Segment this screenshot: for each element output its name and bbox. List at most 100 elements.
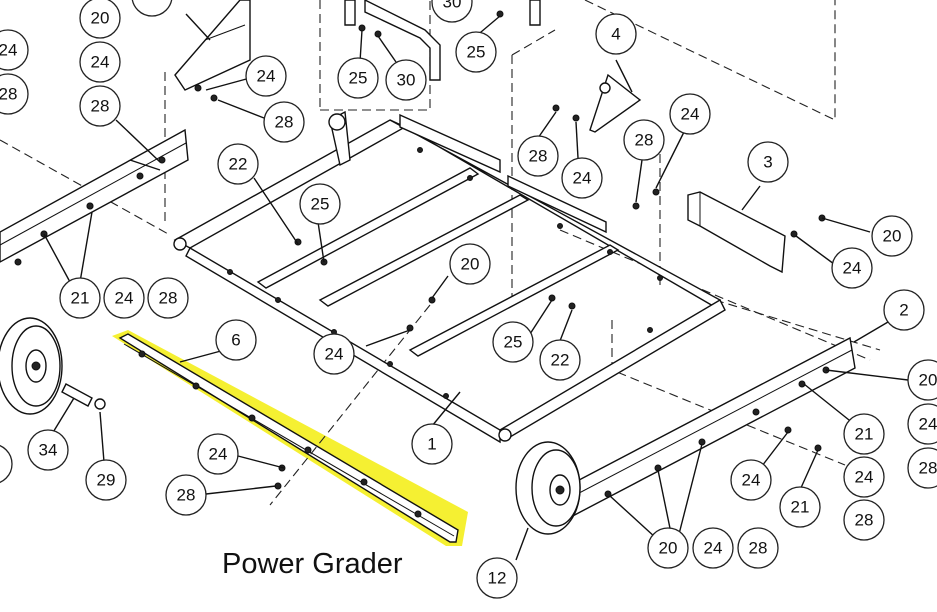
callout-20[interactable]: 20 — [79, 0, 121, 39]
svg-text:20: 20 — [919, 371, 937, 390]
svg-text:34: 34 — [39, 441, 58, 460]
svg-text:24: 24 — [0, 41, 17, 60]
callout-3[interactable]: 3 — [747, 141, 789, 183]
callout-28[interactable]: 28 — [0, 73, 29, 115]
callout-28[interactable]: 28 — [263, 101, 305, 143]
callout-28[interactable]: 28 — [843, 499, 885, 541]
callout-6[interactable]: 6 — [215, 319, 257, 361]
svg-text:24: 24 — [209, 445, 228, 464]
svg-text:24: 24 — [257, 67, 276, 86]
callout-24[interactable]: 24 — [831, 247, 873, 289]
callout-28[interactable]: 28 — [79, 85, 121, 127]
svg-text:29: 29 — [97, 471, 116, 490]
callout-24[interactable]: 24 — [692, 527, 734, 569]
callout-28[interactable]: 28 — [907, 447, 937, 489]
svg-text:21: 21 — [71, 289, 90, 308]
callout-25[interactable]: 25 — [299, 183, 341, 225]
svg-text:20: 20 — [883, 227, 902, 246]
axle-pin-part-34[interactable] — [61, 383, 93, 407]
svg-text:20: 20 — [461, 255, 480, 274]
callout-21[interactable]: 21 — [843, 413, 885, 455]
callout-partial-left[interactable] — [0, 444, 13, 484]
top-hitch[interactable] — [344, 0, 541, 81]
svg-text:28: 28 — [635, 131, 654, 150]
callout-29[interactable]: 29 — [85, 459, 127, 501]
leader-lines — [43, 13, 909, 561]
top-left-bracket[interactable] — [174, 0, 251, 91]
callout-22[interactable]: 22 — [217, 143, 259, 185]
callout-24[interactable]: 24 — [103, 277, 145, 319]
svg-text:24: 24 — [91, 53, 110, 72]
callout-21[interactable]: 21 — [779, 486, 821, 528]
svg-text:3: 3 — [763, 153, 772, 172]
svg-text:6: 6 — [231, 331, 240, 350]
callout-28[interactable]: 28 — [623, 119, 665, 161]
callout-2[interactable]: 2 — [883, 289, 925, 331]
callout-1[interactable]: 1 — [411, 423, 453, 465]
callout-bubbles: 1 2 3 4 6 12 34 29 20 24 24 28 28 30 25 … — [0, 0, 937, 599]
callout-21[interactable]: 21 — [59, 277, 101, 319]
callout-25[interactable]: 25 — [492, 321, 534, 363]
callout-24[interactable]: 24 — [197, 433, 239, 475]
callout-30[interactable]: 30 — [431, 0, 473, 23]
callout-28[interactable]: 28 — [165, 474, 207, 516]
callout-24[interactable]: 24 — [730, 459, 772, 501]
callout-30[interactable]: 30 — [385, 59, 427, 101]
svg-text:24: 24 — [843, 259, 862, 278]
callout-24[interactable]: 24 — [313, 333, 355, 375]
callout-24[interactable]: 24 — [245, 55, 287, 97]
svg-text:24: 24 — [115, 289, 134, 308]
svg-text:4: 4 — [611, 25, 620, 44]
svg-text:1: 1 — [427, 435, 436, 454]
callout-28[interactable]: 28 — [517, 135, 559, 177]
svg-text:30: 30 — [397, 71, 416, 90]
callout-28[interactable]: 28 — [737, 527, 779, 569]
svg-text:22: 22 — [229, 155, 248, 174]
callout-partial[interactable] — [131, 0, 173, 17]
callout-24[interactable]: 24 — [669, 93, 711, 135]
callout-12[interactable]: 12 — [476, 557, 518, 599]
svg-text:25: 25 — [467, 43, 486, 62]
callout-20[interactable]: 20 — [907, 359, 937, 401]
callout-20[interactable]: 20 — [647, 527, 689, 569]
svg-text:24: 24 — [681, 105, 700, 124]
callout-24[interactable]: 24 — [843, 456, 885, 498]
svg-text:25: 25 — [311, 195, 330, 214]
callout-28[interactable]: 28 — [147, 277, 189, 319]
callout-20[interactable]: 20 — [449, 243, 491, 285]
callout-20[interactable]: 20 — [871, 215, 913, 257]
nut-part-29[interactable] — [94, 398, 106, 410]
callout-25[interactable]: 25 — [337, 57, 379, 99]
svg-text:24: 24 — [919, 415, 937, 434]
svg-text:24: 24 — [855, 468, 874, 487]
callout-22[interactable]: 22 — [539, 339, 581, 381]
callout-34[interactable]: 34 — [27, 429, 69, 471]
svg-text:22: 22 — [551, 351, 570, 370]
callout-24[interactable]: 24 — [561, 157, 603, 199]
left-wheel[interactable] — [0, 317, 63, 415]
callout-24[interactable]: 24 — [79, 41, 121, 83]
left-side-panel[interactable] — [0, 128, 189, 266]
svg-text:21: 21 — [855, 425, 874, 444]
grader-blade-part-6[interactable] — [118, 333, 459, 543]
svg-text:28: 28 — [919, 459, 937, 478]
right-wheel-part-12[interactable] — [515, 441, 581, 535]
svg-text:25: 25 — [504, 333, 523, 352]
svg-text:2: 2 — [899, 301, 908, 320]
diagram-caption: Power Grader — [222, 548, 403, 580]
svg-text:28: 28 — [275, 113, 294, 132]
svg-text:30: 30 — [443, 0, 462, 12]
bracket-part-4[interactable] — [589, 73, 642, 133]
svg-text:24: 24 — [704, 539, 723, 558]
callout-24[interactable]: 24 — [0, 29, 29, 71]
svg-text:28: 28 — [91, 97, 110, 116]
callout-24[interactable]: 24 — [907, 403, 937, 445]
svg-text:24: 24 — [325, 345, 344, 364]
bracket-part-3[interactable] — [687, 191, 786, 274]
svg-text:28: 28 — [0, 85, 17, 104]
callout-4[interactable]: 4 — [595, 13, 637, 55]
callout-25[interactable]: 25 — [455, 31, 497, 73]
svg-text:28: 28 — [529, 147, 548, 166]
svg-text:21: 21 — [791, 498, 810, 517]
svg-text:28: 28 — [177, 486, 196, 505]
